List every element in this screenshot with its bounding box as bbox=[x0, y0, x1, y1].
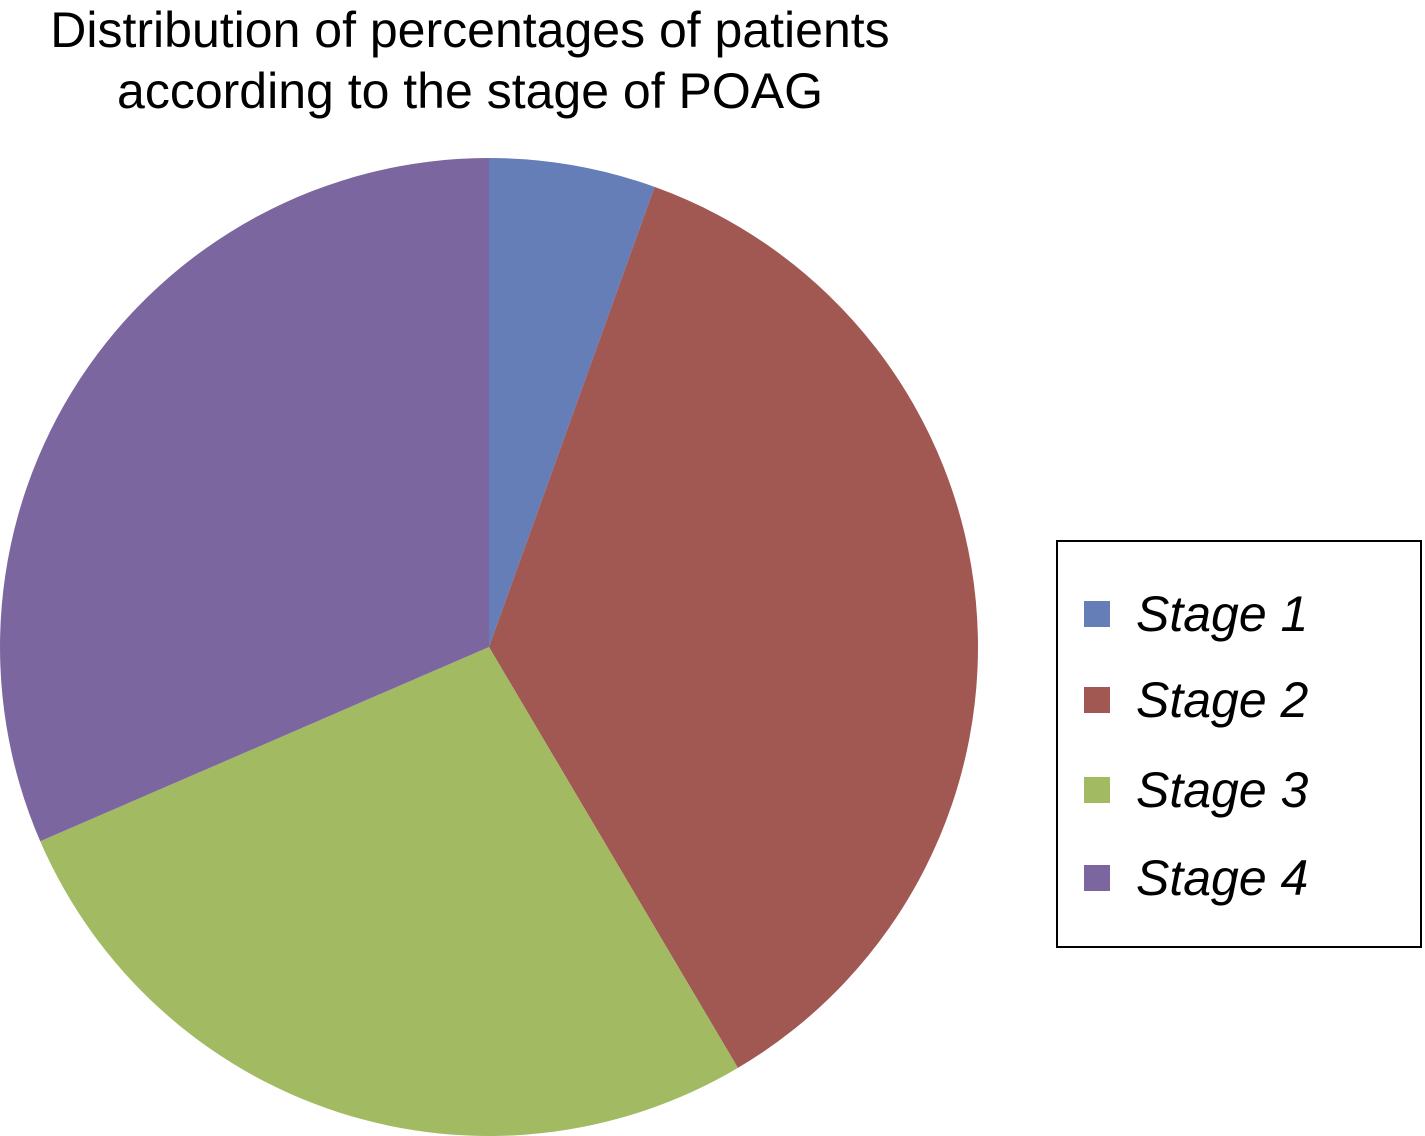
legend-swatch-stage-3 bbox=[1084, 777, 1110, 803]
pie-slice-stage-1 bbox=[489, 158, 655, 647]
legend-label-stage-2: Stage 2 bbox=[1136, 672, 1309, 728]
legend-swatch-stage-2 bbox=[1084, 687, 1110, 713]
legend-item-stage-3: Stage 3 bbox=[1084, 760, 1308, 820]
chart-title-line-1: Distribution of percentages of patients bbox=[50, 2, 890, 58]
pie-slices bbox=[0, 158, 978, 1136]
chart-title-line-2: according to the stage of POAG bbox=[117, 63, 823, 119]
legend: Stage 1 Stage 2 Stage 3 Stage 4 bbox=[1056, 540, 1422, 948]
chart-title: Distribution of percentages of patients … bbox=[0, 0, 940, 122]
pie-slice-stage-4 bbox=[0, 158, 489, 842]
legend-swatch-stage-1 bbox=[1084, 601, 1110, 627]
legend-item-stage-4: Stage 4 bbox=[1084, 848, 1308, 908]
legend-swatch-stage-4 bbox=[1084, 865, 1110, 891]
legend-label-stage-1: Stage 1 bbox=[1136, 586, 1309, 642]
legend-item-stage-2: Stage 2 bbox=[1084, 670, 1308, 730]
legend-label-stage-3: Stage 3 bbox=[1136, 762, 1309, 818]
legend-item-stage-1: Stage 1 bbox=[1084, 584, 1308, 644]
legend-label-stage-4: Stage 4 bbox=[1136, 850, 1309, 906]
pie-slice-stage-2 bbox=[489, 186, 978, 1068]
pie-slice-stage-3 bbox=[40, 647, 738, 1136]
